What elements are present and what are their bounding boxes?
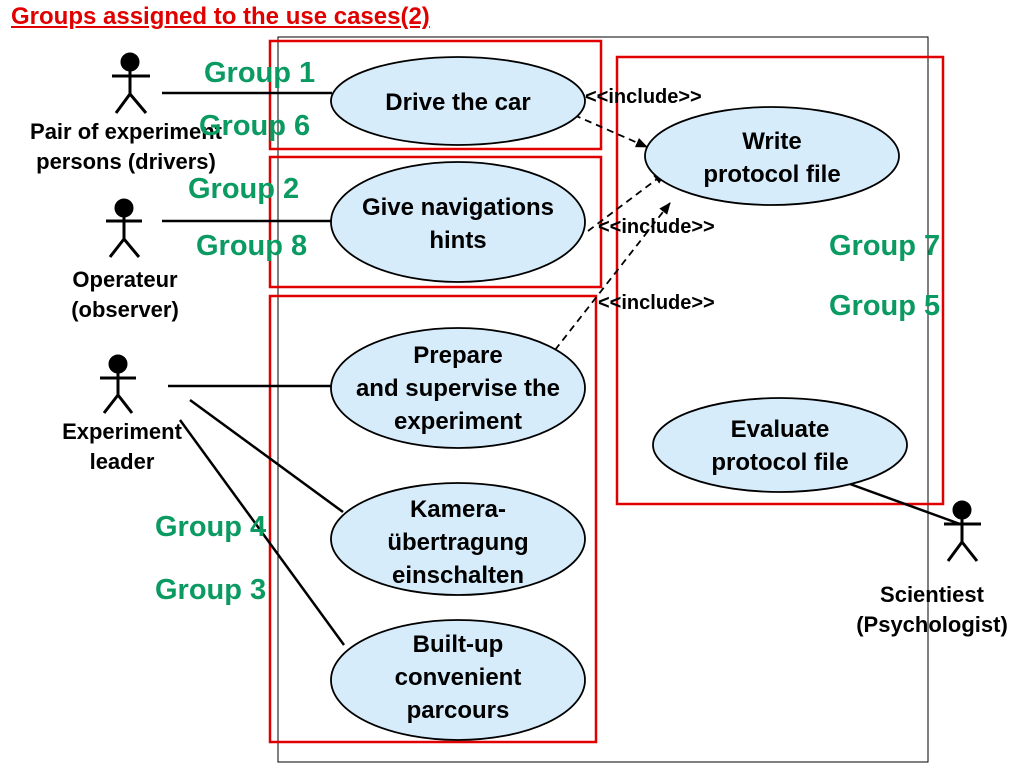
- group-label-1: Group 1: [204, 57, 316, 89]
- use-case-navigation-label-line2: hints: [429, 227, 487, 254]
- actor-observer-label-line1: Operateur: [72, 267, 178, 292]
- actor-scientist-label: Scientiest (Psychologist): [840, 580, 1024, 640]
- use-case-give-navigation-hints: [330, 161, 586, 283]
- association-leader-kamera: [189, 398, 344, 514]
- actor-observer-icon: [106, 198, 142, 258]
- use-case-kamera-label-line1: Kamera-: [409, 495, 507, 523]
- use-case-prepare-label-line1: Prepare: [413, 341, 503, 369]
- use-case-parcours-label-line3: parcours: [406, 696, 510, 724]
- include-label-prepare: <<include>>: [598, 292, 715, 314]
- group-label-3: Group 3: [155, 574, 267, 606]
- use-case-parcours-label-line2: convenient: [394, 663, 522, 691]
- actor-drivers-icon: [112, 52, 150, 114]
- actor-drivers-label-line1: Pair of experiment: [30, 119, 222, 144]
- use-case-write-label-line2: protocol file: [703, 161, 841, 188]
- use-case-evaluate-protocol-file: [652, 397, 908, 493]
- use-case-prepare-supervise: [330, 327, 586, 449]
- actor-scientist-label-line2: (Psychologist): [856, 612, 1008, 637]
- use-case-evaluate-label-line1: Evaluate: [730, 416, 830, 443]
- use-case-kamera-label-line3: einschalten: [391, 561, 525, 589]
- include-arrow-drive-write: [573, 114, 648, 148]
- use-case-evaluate-label-line2: protocol file: [711, 449, 849, 476]
- use-case-prepare-label-line3: experiment: [393, 407, 523, 435]
- group-label-5: Group 5: [829, 290, 941, 322]
- group-label-2: Group 2: [188, 173, 300, 205]
- use-case-write-label-line1: Write: [742, 128, 802, 155]
- include-arrow-navigation-write: [587, 172, 666, 232]
- group-label-7: Group 7: [829, 230, 941, 262]
- slide-title: Groups assigned to the use cases(2): [11, 3, 430, 30]
- use-case-write-label: Write protocol file: [645, 124, 899, 192]
- include-label-drive: <<include>>: [585, 86, 702, 108]
- group-label-8: Group 8: [196, 230, 308, 262]
- use-case-write-protocol-file: [644, 106, 900, 206]
- use-case-navigation-label-line1: Give navigations: [361, 194, 555, 221]
- use-case-drive-the-car: [330, 56, 586, 146]
- use-case-prepare-label: Prepare and supervise the experiment: [326, 337, 590, 439]
- use-case-evaluate-label: Evaluate protocol file: [653, 412, 907, 480]
- use-case-navigation-label: Give navigations hints: [331, 190, 585, 258]
- association-scientist-evaluate: [849, 482, 961, 526]
- group-frame-leader-cases: [268, 294, 598, 744]
- use-case-kamera-uebertragung: [330, 482, 586, 596]
- use-case-parcours-label: Built-up convenient parcours: [331, 626, 585, 728]
- actor-drivers-label: Pair of experiment persons (drivers): [6, 117, 246, 177]
- group-frame-protocol: [615, 55, 945, 506]
- group-frame-drive: [268, 39, 603, 151]
- actor-leader-label-line2: leader: [89, 449, 155, 474]
- actor-leader-label-line1: Experiment: [62, 419, 182, 444]
- use-case-kamera-label: Kamera- übertragung einschalten: [331, 491, 585, 593]
- use-case-drive-label: Drive the car: [331, 84, 585, 120]
- actor-drivers-label-line2: persons (drivers): [36, 149, 216, 174]
- actor-leader-label: Experiment leader: [42, 417, 202, 477]
- actor-leader-icon: [100, 354, 136, 414]
- use-case-prepare-label-line2: and supervise the: [355, 374, 561, 402]
- actor-scientist-icon: [944, 500, 981, 562]
- system-boundary: [277, 36, 929, 763]
- use-case-drive-label-line1: Drive the car: [385, 88, 531, 116]
- use-case-built-up-parcours: [330, 619, 586, 741]
- actor-observer-label: Operateur (observer): [45, 265, 205, 325]
- actor-observer-label-line2: (observer): [71, 297, 179, 322]
- actor-scientist-label-line1: Scientiest: [880, 582, 984, 607]
- association-leader-parcours: [178, 419, 346, 646]
- include-label-navigation: <<include>>: [598, 216, 715, 238]
- use-case-parcours-label-line1: Built-up: [412, 630, 504, 658]
- group-label-6: Group 6: [199, 110, 311, 142]
- use-case-kamera-label-line2: übertragung: [387, 528, 529, 556]
- group-label-4: Group 4: [155, 511, 267, 543]
